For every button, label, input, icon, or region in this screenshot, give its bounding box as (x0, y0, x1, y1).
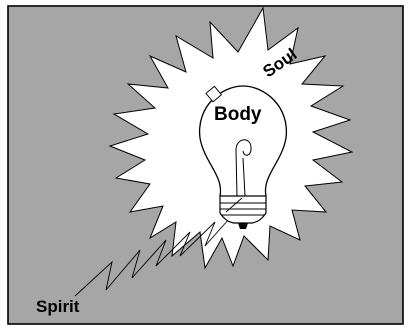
label-body: Body (214, 104, 262, 125)
label-spirit: Spirit (36, 297, 80, 316)
bulb-base (220, 196, 266, 223)
